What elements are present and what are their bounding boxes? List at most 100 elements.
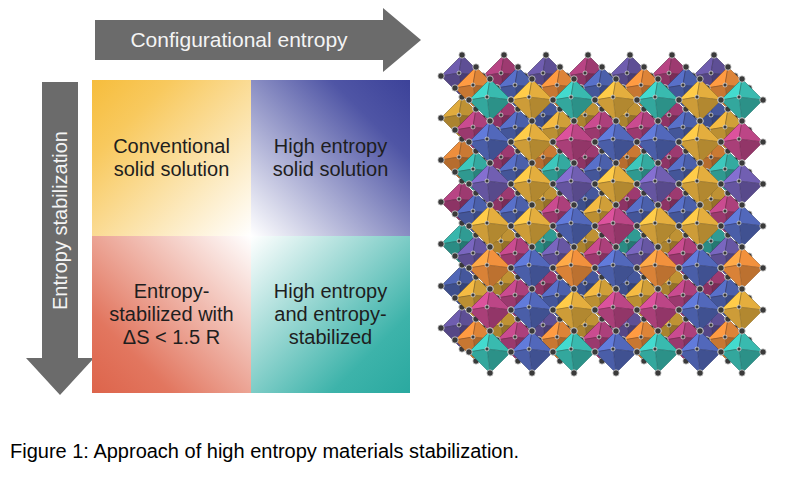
atom-dot — [508, 97, 514, 103]
atom-dot — [485, 137, 489, 141]
atom-dot — [597, 125, 601, 129]
octahedron-face — [623, 67, 644, 88]
atom-dot — [697, 118, 703, 124]
atom-dot — [466, 307, 472, 313]
atom-dot — [597, 167, 601, 171]
octahedron-face — [637, 289, 658, 310]
atom-dot — [613, 286, 619, 292]
octahedron-face — [581, 193, 602, 214]
atom-dot — [667, 323, 671, 327]
atom-dot — [739, 118, 745, 124]
atom-dot — [697, 286, 703, 292]
octahedron-face — [637, 205, 658, 226]
atom-dot — [529, 76, 535, 82]
octahedron-face — [739, 307, 763, 331]
atom-dot — [471, 125, 475, 129]
atom-dot — [760, 223, 766, 229]
atom-dot — [487, 328, 493, 334]
octahedron-face — [497, 277, 518, 298]
atom-dot — [541, 71, 545, 75]
atom-dot — [655, 286, 661, 292]
atom-dot — [499, 71, 503, 75]
atom-dot — [592, 139, 598, 145]
octahedron-face — [655, 307, 679, 331]
octahedron — [634, 76, 682, 124]
octahedron-face — [455, 109, 476, 130]
octahedron-face — [613, 265, 637, 289]
octahedron-face — [487, 223, 511, 247]
atom-dot — [697, 244, 703, 250]
atom-dot — [625, 323, 629, 327]
atom-dot — [737, 221, 741, 225]
octahedron-face — [655, 139, 679, 163]
quadrant-box: Conventional solid solution — [92, 80, 251, 236]
atom-dot — [515, 64, 521, 70]
atom-dot — [487, 202, 493, 208]
atom-dot — [452, 253, 458, 259]
octahedron-face — [697, 181, 721, 205]
atom-dot — [592, 139, 598, 145]
atom-dot — [592, 223, 598, 229]
atom-dot — [541, 197, 545, 201]
atom-dot — [625, 197, 629, 201]
atom-dot — [499, 197, 503, 201]
quadrant-box: High entropy and entropy-stabilized — [251, 236, 410, 393]
octahedron-face — [739, 223, 763, 247]
atom-dot — [529, 202, 535, 208]
octahedron-face — [665, 67, 686, 88]
atom-dot — [613, 202, 619, 208]
octahedron-face — [581, 151, 602, 172]
atom-dot — [585, 52, 591, 58]
octahedron-face — [581, 235, 602, 256]
atom-dot — [529, 244, 535, 250]
atom-dot — [571, 76, 577, 82]
octahedron — [508, 328, 556, 376]
atom-dot — [655, 328, 661, 334]
atom-dot — [611, 179, 615, 183]
atom-dot — [655, 244, 661, 250]
atom-dot — [592, 307, 598, 313]
atom-dot — [583, 113, 587, 117]
octahedron-face — [595, 247, 616, 268]
atom-dot — [718, 139, 724, 145]
octahedron-face — [539, 319, 560, 340]
atom-dot — [592, 307, 598, 313]
octahedron-face — [665, 193, 686, 214]
atom-dot — [723, 167, 727, 171]
atom-dot — [739, 286, 745, 292]
atom-dot — [697, 202, 703, 208]
octahedron — [718, 202, 766, 250]
atom-dot — [499, 323, 503, 327]
atom-dot — [583, 281, 587, 285]
atom-dot — [550, 349, 556, 355]
atom-dot — [634, 223, 640, 229]
octahedron-face — [613, 97, 637, 121]
octahedron-face — [571, 349, 595, 373]
atom-dot — [676, 265, 682, 271]
atom-dot — [739, 328, 745, 334]
octahedron-face — [581, 67, 602, 88]
octahedron — [676, 118, 724, 166]
atom-dot — [499, 281, 503, 285]
octahedron-face — [637, 163, 658, 184]
octahedron-face — [637, 121, 658, 142]
atom-dot — [452, 295, 458, 301]
atom-dot — [625, 155, 629, 159]
octahedron-face — [553, 205, 574, 226]
octahedron-face — [455, 151, 476, 172]
atom-dot — [709, 71, 713, 75]
quadrant-box: High entropy solid solution — [251, 80, 410, 236]
octahedron-face — [623, 151, 644, 172]
octahedron-face — [497, 109, 518, 130]
octahedron-face — [553, 247, 574, 268]
atom-dot — [541, 239, 545, 243]
atom-dot — [527, 305, 531, 309]
atom-dot — [529, 118, 535, 124]
atom-dot — [760, 139, 766, 145]
atom-dot — [718, 223, 724, 229]
atom-dot — [513, 335, 517, 339]
octahedron-face — [469, 331, 490, 352]
atom-dot — [676, 139, 682, 145]
atom-dot — [499, 239, 503, 243]
atom-dot — [550, 139, 556, 145]
